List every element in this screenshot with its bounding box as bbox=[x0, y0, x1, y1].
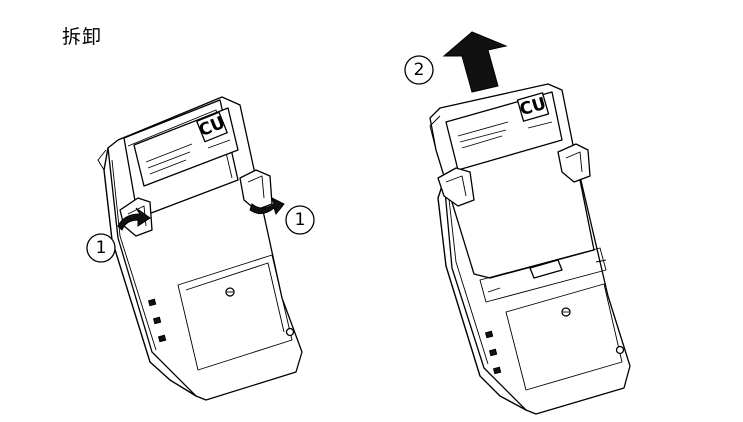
rotate-arrow-icon bbox=[249, 197, 285, 216]
right-latch-left bbox=[437, 167, 475, 207]
right-device: CU 2 bbox=[404, 31, 631, 415]
step-badge-1-right: 1 bbox=[285, 205, 315, 235]
rotate-arrow-icon bbox=[117, 207, 151, 231]
right-latch-right bbox=[557, 143, 591, 183]
lift-arrow-icon bbox=[442, 31, 508, 93]
step-badge-1-left: 1 bbox=[86, 233, 116, 263]
left-latch-right bbox=[239, 169, 273, 211]
page-title: 拆卸 bbox=[62, 26, 103, 48]
step-badge-2: 2 bbox=[404, 55, 434, 85]
svg-text:1: 1 bbox=[96, 238, 107, 258]
svg-text:2: 2 bbox=[414, 60, 425, 80]
svg-text:1: 1 bbox=[295, 210, 306, 230]
left-device: CU 1 1 bbox=[86, 96, 315, 401]
